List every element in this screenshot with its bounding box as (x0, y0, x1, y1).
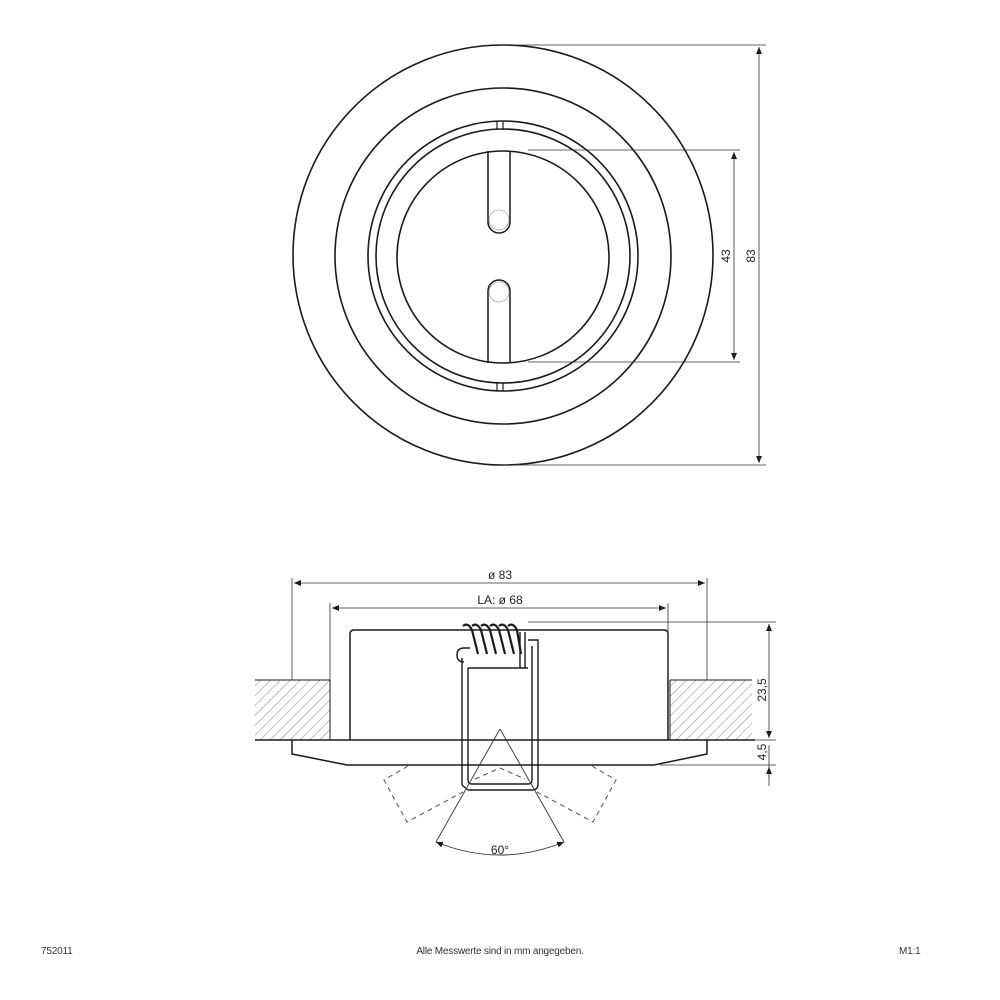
lamp-opening-circle (396, 150, 610, 364)
dimension-83 (503, 44, 766, 466)
depth-23-5-label: 23,5 (755, 678, 769, 702)
ceiling-right (670, 680, 752, 740)
ceiling-left (255, 680, 330, 740)
housing-circle (334, 87, 672, 425)
bezel-4-5-label: 4,5 (755, 743, 769, 760)
dimension-83-label: 83 (744, 249, 758, 263)
side-view (255, 578, 776, 856)
angle-arc (435, 841, 565, 856)
diameter-83-label: ø 83 (488, 568, 512, 582)
outer-bezel-circle (292, 44, 714, 466)
tilt-positions (383, 765, 617, 823)
slot-top (487, 151, 511, 234)
spring-clip (456, 623, 539, 791)
housing-body (349, 629, 669, 740)
measurement-note: Alle Messwerte sind in mm angegeben. (416, 946, 584, 957)
dimension-43 (528, 149, 740, 363)
bezel (255, 739, 755, 766)
top-view (292, 44, 766, 466)
slot-bottom (487, 279, 511, 363)
retaining-ring-outer (367, 120, 639, 392)
beam-cone (435, 728, 565, 843)
retaining-ring-inner (375, 128, 631, 384)
dimension-43-label: 43 (719, 249, 733, 263)
scale-label: M1:1 (899, 946, 921, 957)
ring-notch-top (496, 122, 504, 130)
tilt-angle-label: 60° (491, 843, 509, 857)
dimension-lines-side (291, 578, 776, 786)
cutout-68-label: LA: ø 68 (477, 593, 523, 607)
article-number: 752011 (41, 946, 73, 957)
ring-notch-bottom (496, 383, 504, 391)
